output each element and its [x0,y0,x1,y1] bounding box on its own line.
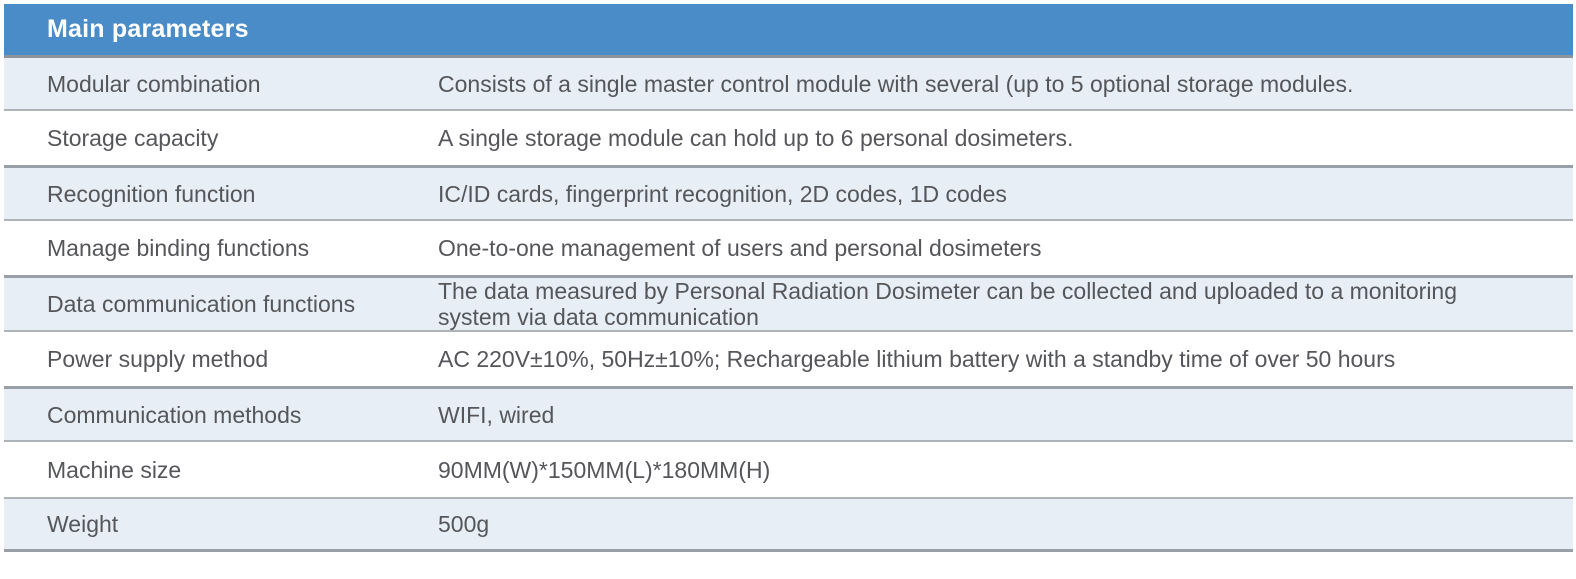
table-row: Data communication functions The data mea… [4,278,1573,332]
row-value: The data measured by Personal Radiation … [438,278,1458,330]
row-value: A single storage module can hold up to 6… [438,125,1074,151]
row-label: Communication methods [47,401,302,428]
row-value: 500g [438,511,490,537]
row-value: 90MM(W)*150MM(L)*180MM(H) [438,456,771,483]
table-title: Main parameters [47,15,249,43]
row-value: WIFI, wired [438,401,555,428]
table-row: Modular combination Consists of a single … [4,58,1573,111]
table-row: Communication methods WIFI, wired [4,389,1573,442]
row-label: Manage binding functions [47,235,310,261]
table-row: Recognition function IC/ID cards, fingerp… [4,168,1573,221]
table-row: Machine size 90MM(W)*150MM(L)*180MM(H) [4,442,1573,499]
row-label: Modular combination [47,70,261,97]
row-value: Consists of a single master control modu… [438,70,1354,97]
row-label: Storage capacity [47,125,219,151]
spec-table-body: Modular combination Consists of a single … [4,58,1573,552]
table-row: Manage binding functions One-to-one manag… [4,221,1573,278]
row-label: Machine size [47,456,182,483]
row-label: Weight [47,511,119,537]
table-row: Weight 500g [4,499,1573,552]
table-header-bar: Main parameters [4,4,1573,58]
row-value: AC 220V±10%, 50Hz±10%; Rechargeable lith… [438,346,1396,372]
row-label: Data communication functions [47,291,356,317]
row-value: IC/ID cards, fingerprint recognition, 2D… [438,180,1007,207]
row-value: One-to-one management of users and perso… [438,235,1042,261]
row-label: Recognition function [47,180,256,207]
table-row: Power supply method AC 220V±10%, 50Hz±10%… [4,332,1573,389]
row-label: Power supply method [47,346,269,372]
table-row: Storage capacity A single storage module … [4,111,1573,168]
